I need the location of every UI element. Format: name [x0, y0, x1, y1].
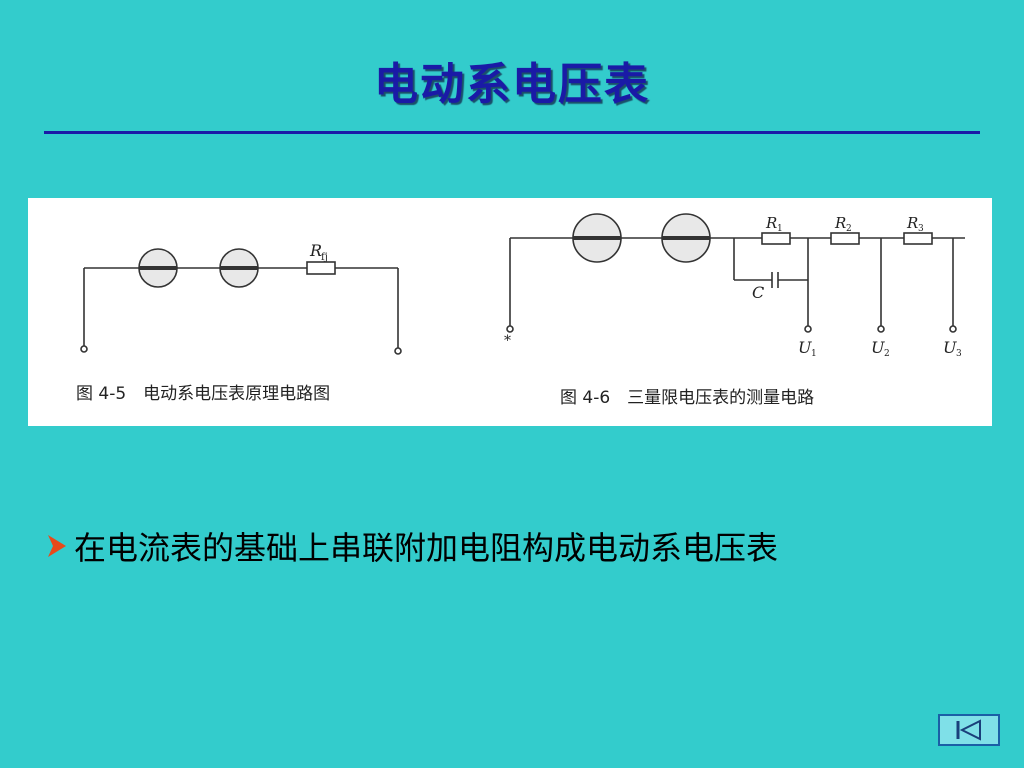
r1-sub: 1: [777, 224, 783, 234]
r3-sub: 3: [918, 224, 924, 234]
resistor-rfj: [306, 261, 336, 275]
resistor-sub: fj: [321, 252, 328, 263]
resistor-r1: [761, 232, 791, 245]
terminal-u3: [949, 325, 957, 333]
star-mark: *: [504, 333, 511, 349]
r2-sub: 2: [846, 224, 852, 234]
u2-sub: 2: [884, 349, 890, 359]
resistor-r3: [903, 232, 933, 245]
u3-label: U: [943, 338, 957, 357]
u3-sub: 3: [956, 349, 962, 359]
terminal-u1: [804, 325, 812, 333]
u1-label: U: [798, 338, 812, 357]
circuit-diagrams: R fj 图 4-5 电动系电压表原理电路图: [76, 213, 965, 408]
terminal: [394, 347, 402, 355]
terminal-star: [506, 325, 514, 333]
resistor-label: R: [309, 241, 322, 260]
bullet-text: 在电流表的基础上串联附加电阻构成电动系电压表: [74, 529, 779, 567]
slide-title: 电动系电压表: [374, 59, 650, 110]
figure-4-5: [80, 248, 402, 355]
r1-label: R: [765, 214, 777, 232]
r2-label: R: [834, 214, 846, 232]
u2-label: U: [871, 338, 885, 357]
back-to-start-icon: [956, 719, 981, 741]
capacitor-label: C: [752, 283, 764, 302]
resistor-r2: [830, 232, 860, 245]
circuit-figure-panel: R fj 图 4-5 电动系电压表原理电路图: [28, 198, 992, 426]
terminal: [80, 345, 88, 353]
u1-sub: 1: [811, 349, 817, 359]
title-underline: [44, 131, 980, 134]
arrow-bullet-icon: [48, 535, 66, 557]
back-to-start-button[interactable]: [938, 714, 1000, 746]
r3-label: R: [906, 214, 918, 232]
caption-4-5: 图 4-5 电动系电压表原理电路图: [76, 384, 330, 404]
figure-4-6: [506, 213, 965, 333]
bullet-item: 在电流表的基础上串联附加电阻构成电动系电压表: [46, 522, 778, 570]
terminal-u2: [877, 325, 885, 333]
caption-4-6: 图 4-6 三量限电压表的测量电路: [560, 388, 814, 408]
